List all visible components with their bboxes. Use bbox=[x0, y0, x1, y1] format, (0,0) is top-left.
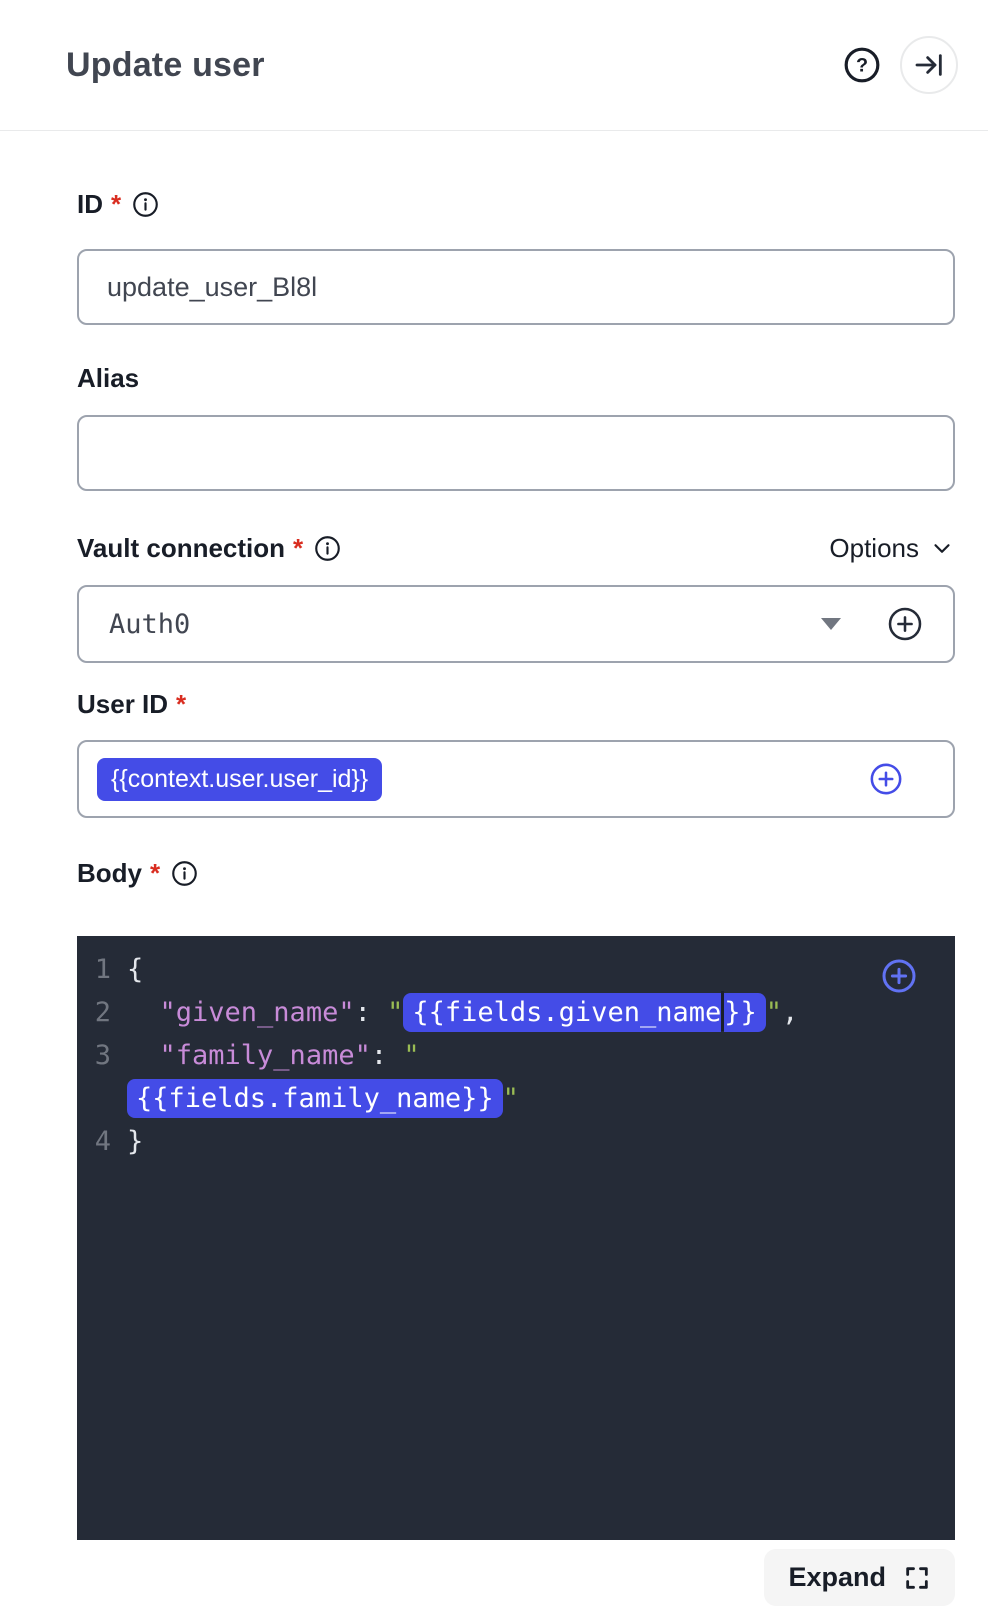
code-segment: , bbox=[782, 997, 799, 1028]
id-input[interactable] bbox=[77, 249, 955, 325]
vault-connection-label-row: Vault connection * Options bbox=[77, 533, 955, 563]
code-lines: 1{2 "given_name": "{{fields.given_name}}… bbox=[77, 948, 955, 1163]
code-content: "given_name": "{{fields.given_name}}", bbox=[127, 991, 798, 1034]
insert-variable-button[interactable] bbox=[881, 958, 917, 994]
info-icon bbox=[172, 860, 197, 886]
variable-token-pill[interactable]: {{context.user.user_id}} bbox=[97, 757, 383, 801]
variable-token-pill[interactable]: }} bbox=[724, 993, 766, 1032]
insert-variable-button[interactable] bbox=[869, 762, 903, 796]
plus-circle-icon bbox=[882, 959, 916, 993]
code-segment bbox=[127, 1040, 160, 1071]
code-segment: "family_name" bbox=[159, 1040, 371, 1071]
line-number: 3 bbox=[94, 1040, 111, 1071]
expand-corners-icon bbox=[906, 1566, 928, 1589]
required-asterisk: * bbox=[176, 688, 187, 719]
add-vault-connection-button[interactable] bbox=[887, 606, 923, 642]
code-segment: : bbox=[354, 997, 388, 1028]
plus-circle-icon bbox=[870, 763, 902, 795]
variable-token-pill[interactable]: {{fields.family_name}} bbox=[127, 1079, 503, 1118]
text-caret bbox=[721, 991, 725, 1031]
expand-button[interactable]: Expand bbox=[764, 1549, 955, 1606]
collapse-panel-button[interactable] bbox=[900, 36, 958, 94]
vault-connection-select[interactable]: Auth0 bbox=[77, 585, 955, 663]
page-title: Update user bbox=[66, 45, 265, 84]
triangle-down-icon bbox=[821, 618, 841, 630]
editor-footer: Expand bbox=[77, 1549, 955, 1606]
alias-label: Alias bbox=[77, 362, 140, 393]
code-segment: " bbox=[403, 1040, 420, 1071]
vault-connection-value: Auth0 bbox=[109, 608, 191, 640]
body-label-row: Body * bbox=[77, 858, 955, 888]
panel-header: Update user ? bbox=[0, 0, 988, 131]
code-segment: " bbox=[502, 1083, 519, 1114]
id-label-row: ID * bbox=[77, 189, 955, 219]
line-number bbox=[77, 1077, 127, 1120]
code-content: {{fields.family_name}}" bbox=[127, 1077, 519, 1120]
chevron-down-icon bbox=[934, 544, 950, 553]
code-segment: } bbox=[127, 1126, 144, 1157]
svg-text:?: ? bbox=[856, 55, 868, 77]
code-line[interactable]: 3 "family_name": " bbox=[77, 1034, 955, 1077]
arrow-right-to-bar-icon bbox=[915, 54, 942, 76]
line-number: 4 bbox=[94, 1126, 111, 1157]
required-asterisk: * bbox=[111, 188, 122, 219]
code-line[interactable]: {{fields.family_name}}" bbox=[77, 1077, 955, 1120]
plus-circle-icon bbox=[888, 607, 922, 641]
line-number: 2 bbox=[94, 997, 111, 1028]
code-content: } bbox=[127, 1120, 143, 1163]
variable-token-pill[interactable]: {{fields.given_name bbox=[403, 993, 722, 1032]
expand-label: Expand bbox=[788, 1562, 886, 1592]
body-info-trigger[interactable] bbox=[171, 860, 198, 887]
code-segment: " bbox=[765, 997, 783, 1028]
line-number: 1 bbox=[94, 954, 111, 985]
body-code-editor[interactable]: 1{2 "given_name": "{{fields.given_name}}… bbox=[77, 936, 955, 1540]
code-segment: " bbox=[387, 997, 404, 1028]
user-id-input[interactable]: {{context.user.user_id}} bbox=[77, 740, 955, 818]
vault-connection-info-trigger[interactable] bbox=[314, 535, 341, 562]
code-segment: "given_name" bbox=[159, 997, 355, 1028]
help-button[interactable]: ? bbox=[838, 41, 886, 89]
code-segment: : bbox=[370, 1040, 404, 1071]
code-line[interactable]: 4} bbox=[77, 1120, 955, 1163]
question-mark-circle-icon: ? bbox=[844, 47, 880, 83]
code-content: "family_name": " bbox=[127, 1034, 420, 1077]
form-content: ID * Alias Vault connection * Options bbox=[0, 189, 988, 1606]
info-icon bbox=[133, 191, 158, 217]
alias-label-row: Alias bbox=[77, 363, 955, 393]
required-asterisk: * bbox=[150, 857, 161, 888]
user-id-label: User ID bbox=[77, 688, 169, 719]
user-id-label-row: User ID * bbox=[77, 689, 955, 719]
body-label: Body bbox=[77, 857, 142, 888]
code-segment: { bbox=[127, 954, 144, 985]
options-button[interactable]: Options bbox=[829, 533, 955, 564]
options-label: Options bbox=[829, 532, 919, 563]
vault-connection-label: Vault connection bbox=[77, 532, 286, 563]
required-asterisk: * bbox=[293, 532, 304, 563]
alias-input[interactable] bbox=[77, 415, 955, 491]
code-line[interactable]: 2 "given_name": "{{fields.given_name}}", bbox=[77, 991, 955, 1034]
code-content: { bbox=[127, 948, 143, 991]
code-line[interactable]: 1{ bbox=[77, 948, 955, 991]
info-icon bbox=[315, 535, 340, 561]
id-info-trigger[interactable] bbox=[132, 191, 159, 218]
id-label: ID bbox=[77, 188, 103, 219]
code-segment bbox=[127, 997, 160, 1028]
